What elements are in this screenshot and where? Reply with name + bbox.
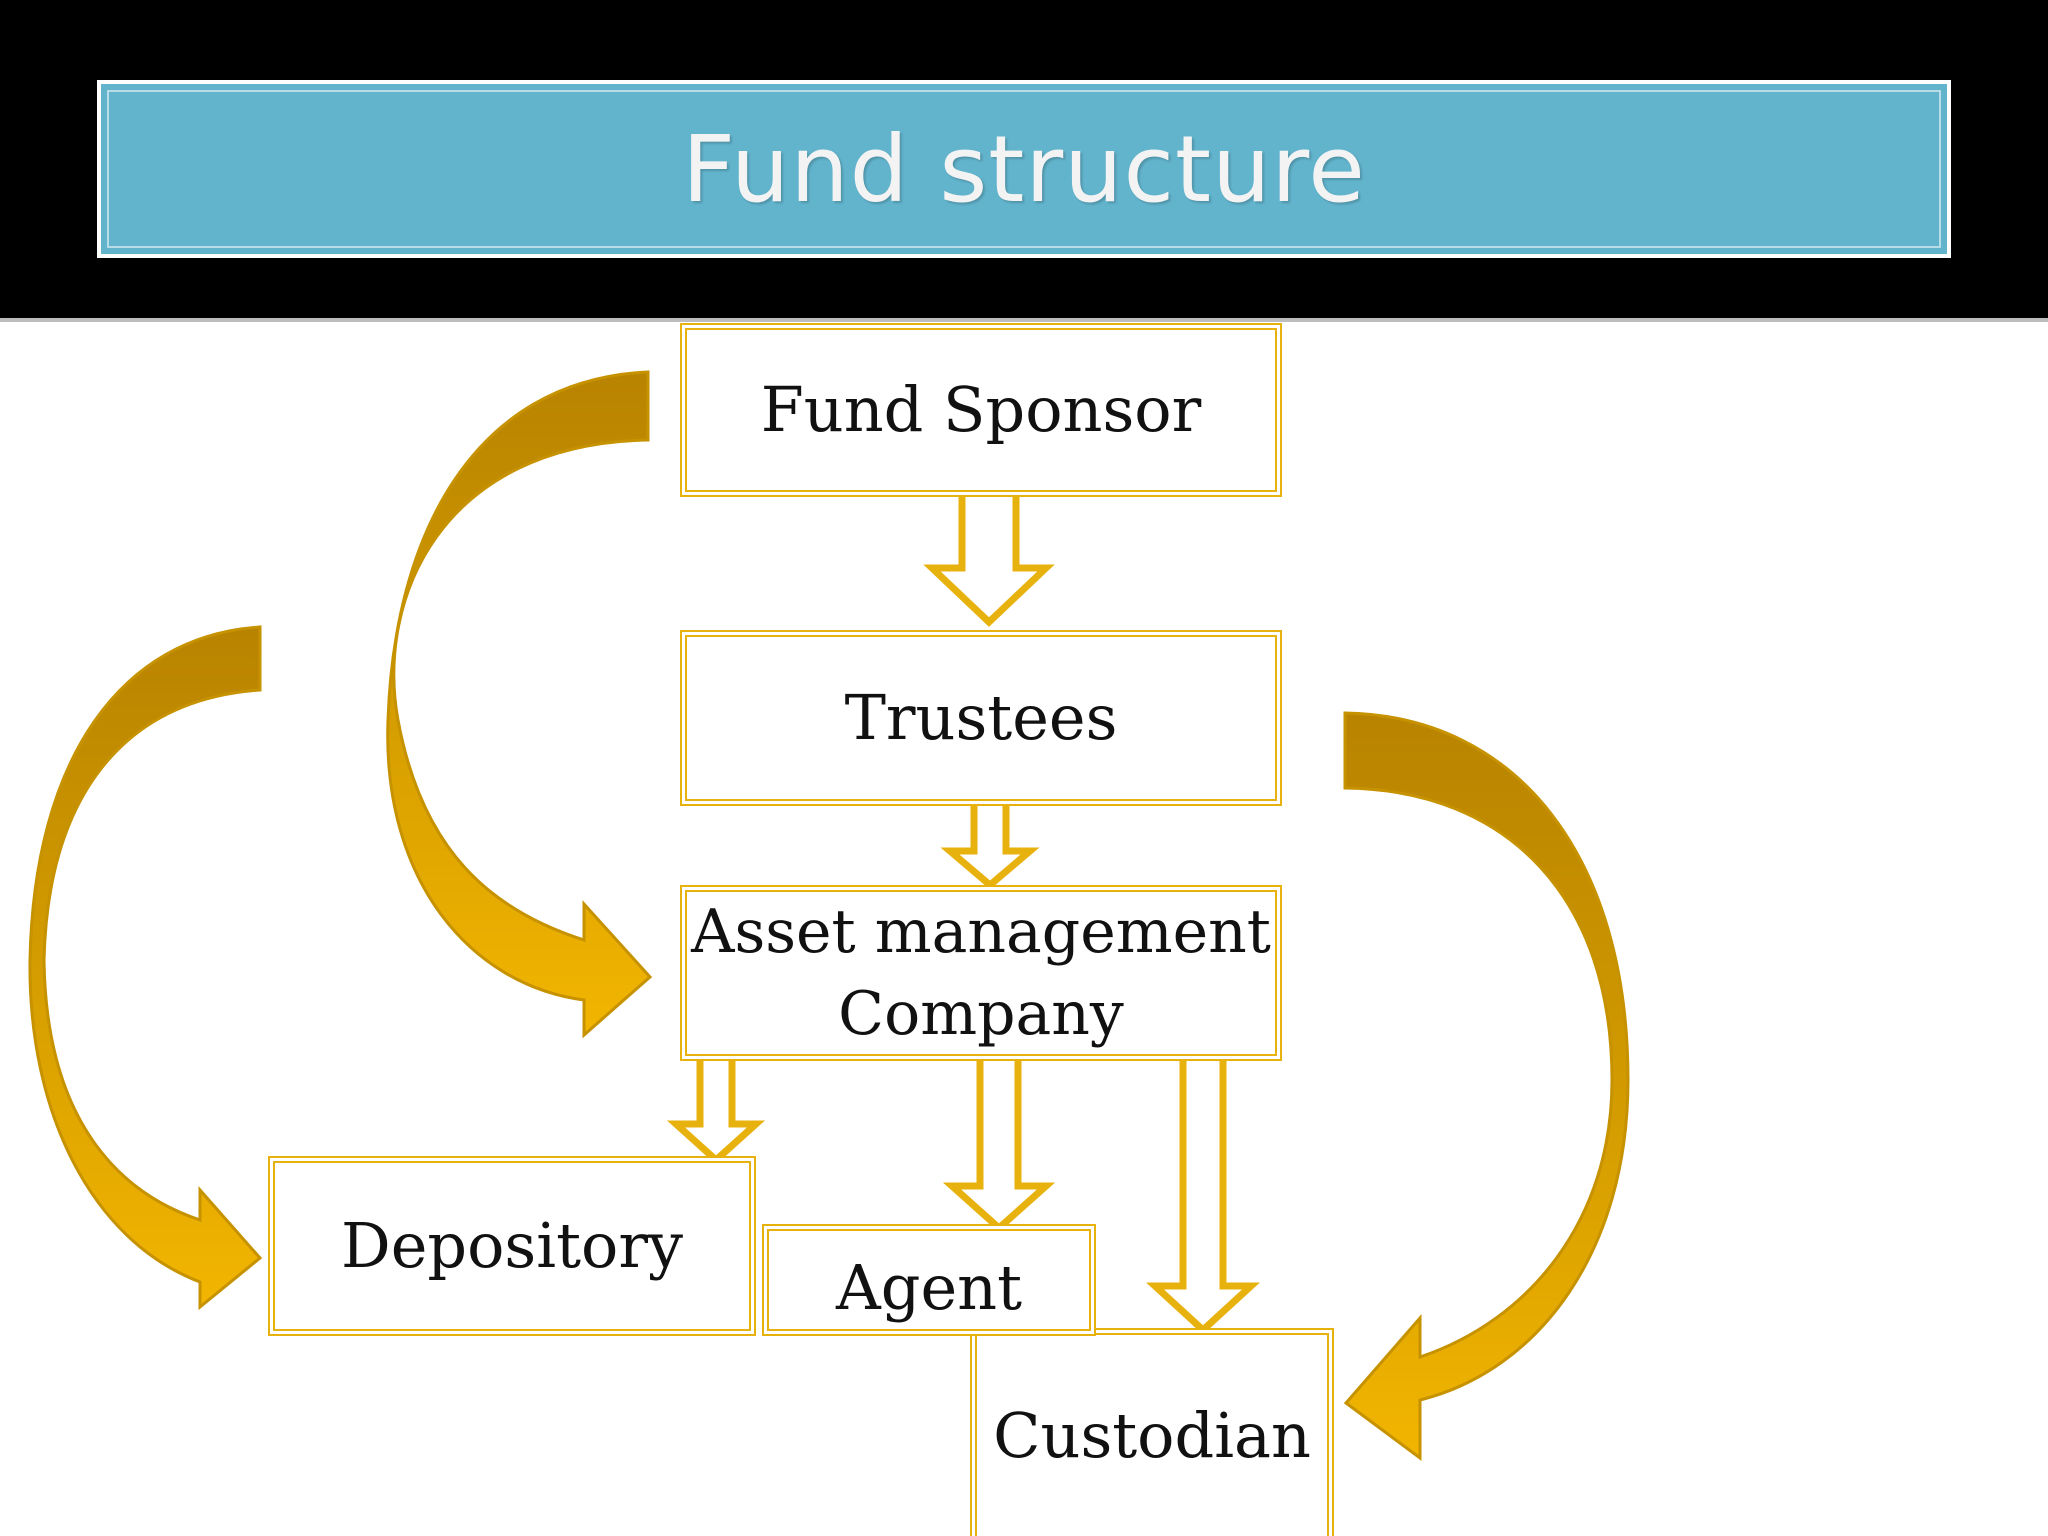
node-custodian-label: Custodian [993, 1398, 1311, 1472]
curved-arrow-sponsor-to-amc [386, 370, 653, 1039]
curved-arrow-trustees-to-custodian [1343, 711, 1630, 1461]
block-arrow-amc-to-custodian [1146, 1053, 1260, 1335]
title-bar-inner: Fund structure [107, 90, 1941, 248]
block-arrow-amc-to-depository [666, 1053, 766, 1165]
slide-title: Fund structure [682, 115, 1366, 223]
node-fund-sponsor: Fund Sponsor [680, 323, 1282, 497]
node-custodian: Custodian [970, 1328, 1334, 1536]
node-amc-label-line2: Company [838, 979, 1124, 1049]
node-trustees-label: Trustees [844, 681, 1118, 755]
node-trustees: Trustees [680, 630, 1282, 806]
node-amc-label-line1: Asset management [691, 897, 1271, 967]
curved-arrow-trustees-to-depository [28, 625, 263, 1311]
block-arrow-sponsor-to-trustees [923, 488, 1055, 627]
node-agent-label: Agent [836, 1251, 1022, 1325]
node-amc-label: Asset management Company [691, 891, 1271, 1055]
node-agent: Agent [762, 1224, 1096, 1336]
block-arrow-amc-to-agent [942, 1053, 1056, 1233]
node-fund-sponsor-label: Fund Sponsor [760, 373, 1202, 447]
node-asset-management-company: Asset management Company [680, 885, 1282, 1061]
node-depository: Depository [268, 1156, 756, 1336]
node-depository-label: Depository [341, 1209, 683, 1283]
title-bar: Fund structure [97, 80, 1951, 258]
block-arrow-trustees-to-amc [940, 798, 1040, 890]
